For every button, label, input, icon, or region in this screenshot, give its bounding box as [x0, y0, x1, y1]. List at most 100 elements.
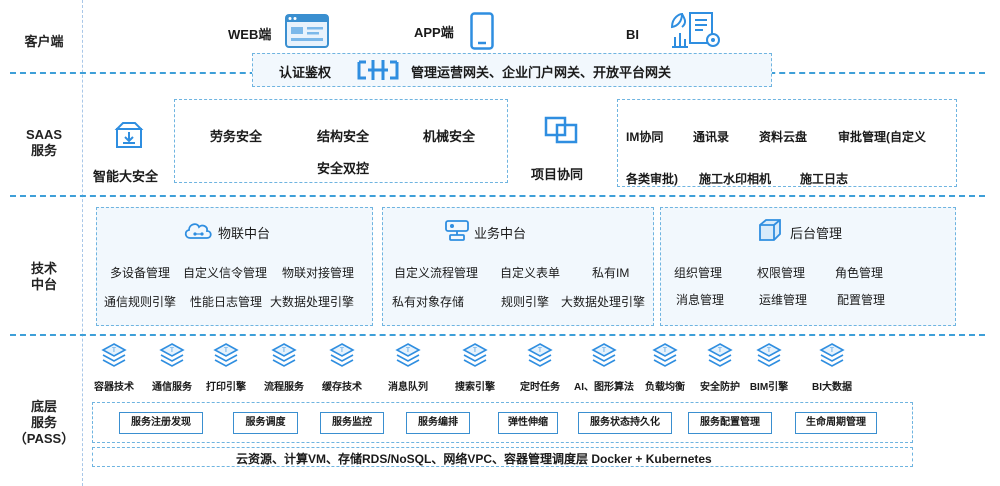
client-web-label: WEB端: [228, 27, 272, 42]
base-service-label: 容器技术: [94, 382, 134, 393]
business-platform-title: 业务中台: [474, 226, 527, 241]
flow-chart-icon: [445, 220, 469, 241]
svg-text:T: T: [829, 347, 834, 354]
collab-item-contacts: 通讯录: [693, 130, 730, 144]
safety-item-structure: 结构安全: [317, 129, 370, 144]
svg-text:T: T: [405, 347, 410, 354]
base-service-label: BI大数据: [812, 382, 852, 393]
collab-items-box: [617, 99, 957, 187]
base-service-label: 负载均衡: [645, 382, 685, 393]
infra-service-scheduling: 服务调度: [233, 412, 298, 434]
safety-box-icon: [114, 122, 144, 148]
gateway-node-icon: [357, 60, 399, 80]
cloud-resources-text: 云资源、计算VM、存储RDS/NoSQL、网络VPC、容器管理调度层 Docke…: [236, 452, 712, 466]
iot-item-signaling: 自定义信令管理: [183, 266, 268, 280]
layer-divider-vertical: [82, 0, 83, 486]
backend-item-config: 配置管理: [837, 293, 886, 307]
base-service-label: 定时任务: [520, 382, 560, 393]
svg-text:T: T: [281, 347, 286, 354]
project-collab-label: 项目协同: [531, 167, 584, 182]
backend-item-messages: 消息管理: [676, 293, 725, 307]
iot-item-bigdata: 大数据处理引擎: [270, 295, 355, 309]
collab-item-approval: 审批管理(自定义: [838, 130, 926, 144]
smartphone-icon: [470, 12, 494, 50]
backend-item-org: 组织管理: [674, 266, 723, 280]
biz-item-object-storage: 私有对象存储: [392, 295, 465, 309]
gateway-auth-label: 认证鉴权: [279, 65, 332, 80]
layer-stack-icon: T: [819, 343, 845, 367]
safety-items-box: [174, 99, 508, 183]
cloud-resources-bar: [92, 447, 913, 467]
layer-stack-icon: T: [652, 343, 678, 367]
iot-item-multi-device: 多设备管理: [110, 266, 171, 280]
biz-item-rules-engine: 规则引擎: [501, 295, 550, 309]
biz-item-bigdata: 大数据处理引擎: [561, 295, 646, 309]
svg-text:T: T: [223, 347, 228, 354]
base-service-label: 搜索引擎: [455, 382, 495, 393]
svg-text:T: T: [339, 347, 344, 354]
layer-stack-icon: T: [591, 343, 617, 367]
base-service-label: BIM引擎: [749, 382, 789, 393]
cloud-network-icon: [184, 223, 212, 239]
svg-text:T: T: [537, 347, 542, 354]
layer-stack-icon: T: [756, 343, 782, 367]
safety-item-labor: 劳务安全: [210, 129, 263, 144]
svg-text:T: T: [766, 347, 771, 354]
infra-service-orchestration: 服务编排: [406, 412, 470, 434]
base-service-label: 安全防护: [700, 382, 740, 393]
backend-mgmt-box: [660, 207, 956, 326]
layer-stack-icon: T: [101, 343, 127, 367]
svg-text:T: T: [472, 347, 477, 354]
separator-saas: [10, 195, 985, 197]
layer-stack-icon: T: [213, 343, 239, 367]
infra-service-config-mgmt: 服务配置管理: [688, 412, 772, 434]
svg-text:T: T: [111, 347, 116, 354]
infra-service-lifecycle: 生命周期管理: [795, 412, 877, 434]
browser-window-icon: [285, 14, 329, 48]
infra-service-monitoring: 服务监控: [320, 412, 384, 434]
svg-text:T: T: [662, 347, 667, 354]
smart-safety-label: 智能大安全: [93, 169, 159, 184]
gateway-bar: [252, 53, 772, 87]
base-service-label: 通信服务: [152, 382, 192, 393]
base-service-label: 缓存技术: [322, 382, 362, 393]
collab-item-approval-types: 各类审批): [626, 172, 678, 186]
collab-item-construction-log: 施工日志: [800, 172, 849, 186]
svg-text:T: T: [717, 347, 722, 354]
layer-label-tech: 技术 中台: [30, 261, 57, 292]
separator-tech: [10, 334, 985, 336]
infra-service-registry: 服务注册发现: [119, 412, 203, 434]
client-bi-label: BI: [626, 27, 639, 42]
layer-label-saas: SAAS 服务: [25, 127, 63, 158]
client-app-label: APP端: [414, 25, 454, 40]
backend-mgmt-title: 后台管理: [790, 226, 843, 241]
layer-stack-icon: T: [329, 343, 355, 367]
layer-stack-icon: T: [707, 343, 733, 367]
gateway-text: 管理运营网关、企业门户网关、开放平台网关: [411, 65, 672, 80]
iot-platform-box: [96, 207, 373, 326]
base-service-label: 流程服务: [264, 382, 304, 393]
base-service-label: 消息队列: [388, 382, 428, 393]
backend-item-ops: 运维管理: [759, 293, 808, 307]
backend-item-roles: 角色管理: [835, 266, 884, 280]
svg-text:T: T: [169, 347, 174, 354]
layer-stack-icon: T: [395, 343, 421, 367]
dashboard-report-icon: [670, 12, 720, 48]
biz-item-private-im: 私有IM: [592, 266, 630, 280]
safety-item-dual-control: 安全双控: [317, 161, 370, 176]
iot-item-docking: 物联对接管理: [282, 266, 355, 280]
layer-stack-icon: T: [159, 343, 185, 367]
layer-stack-icon: T: [462, 343, 488, 367]
safety-item-machinery: 机械安全: [423, 129, 476, 144]
collab-item-watermark-camera: 施工水印相机: [699, 172, 772, 186]
biz-item-workflow: 自定义流程管理: [394, 266, 479, 280]
base-service-label: 打印引擎: [206, 382, 246, 393]
layer-stack-icon: T: [271, 343, 297, 367]
collab-item-cloud-drive: 资料云盘: [759, 130, 808, 144]
svg-text:T: T: [601, 347, 606, 354]
iot-item-comm-rules: 通信规则引擎: [104, 295, 177, 309]
layer-label-base: 底层 服务 （PASS）: [13, 399, 75, 446]
layer-stack-icon: T: [527, 343, 553, 367]
layer-label-client: 客户端: [24, 34, 64, 49]
business-platform-box: [382, 207, 654, 326]
